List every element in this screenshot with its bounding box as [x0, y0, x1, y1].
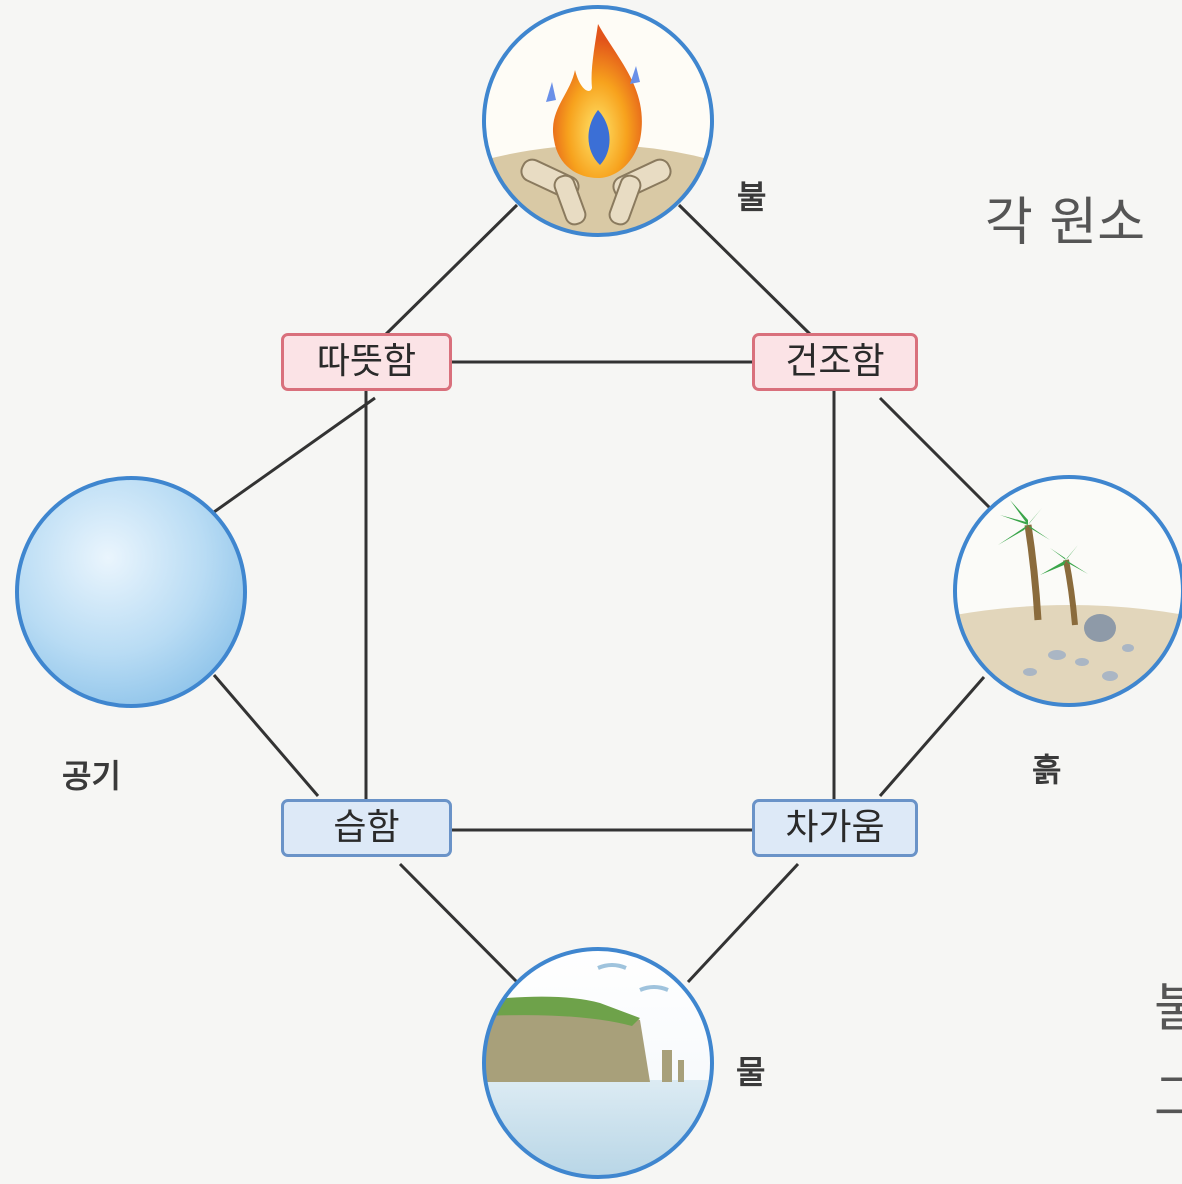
- label-earth: 흙: [1032, 751, 1062, 789]
- fire-circle: [482, 5, 714, 237]
- quality-cold: 차가움: [752, 799, 918, 857]
- water-circle: [482, 947, 714, 1179]
- side-text-2: 불: [1154, 979, 1182, 1039]
- label-air: 공기: [62, 757, 121, 795]
- label-fire: 불: [737, 178, 767, 216]
- label-water: 물: [736, 1053, 766, 1091]
- side-text-3: 그: [1154, 1069, 1182, 1129]
- earth-circle: [953, 475, 1182, 707]
- side-text-1: 각 원소: [985, 193, 1146, 253]
- connector-lines: [212, 203, 992, 984]
- quality-dry: 건조함: [752, 333, 918, 391]
- quality-warm: 따뜻함: [281, 333, 452, 391]
- air-circle: [15, 476, 247, 708]
- quality-wet: 습함: [281, 799, 452, 857]
